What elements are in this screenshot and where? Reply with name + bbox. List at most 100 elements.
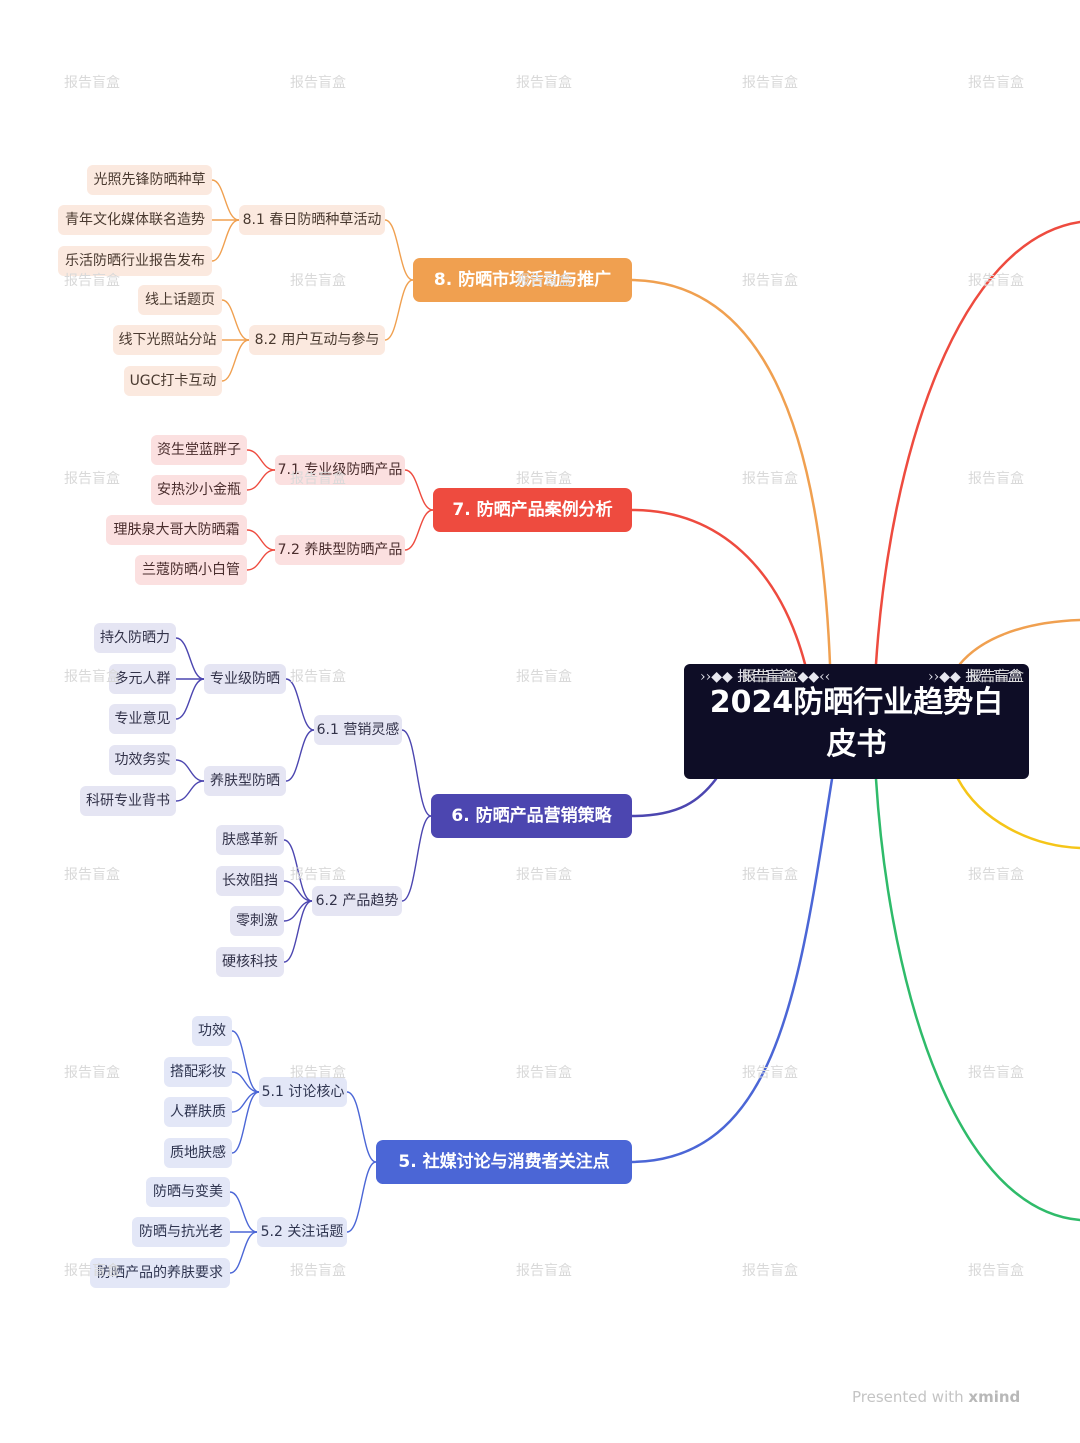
- root-title: 2024防晒行业趋势白 皮书: [684, 682, 1029, 766]
- footer-credit: Presented with xmind: [852, 1388, 1020, 1406]
- branch-6-marketing-strategy[interactable]: 6. 防晒产品营销策略: [431, 794, 632, 838]
- edge-root-right-orange: [958, 618, 1080, 666]
- edge-b6-1-1: [285, 729, 315, 782]
- topic-6-2-trends[interactable]: 6.2 产品趋势: [312, 886, 402, 916]
- leaf-7-1-2[interactable]: 安热沙小金瓶: [151, 475, 247, 505]
- root-title-line2: 皮书: [826, 727, 887, 762]
- edge-root-branch6: [630, 777, 718, 818]
- footer-prefix: Presented with: [852, 1388, 964, 1406]
- edge-b5-1-0: [231, 1030, 260, 1093]
- watermark-text: 报告盲盒: [516, 669, 572, 685]
- branch-8-marketing-activities[interactable]: 8. 防晒市场活动与推广: [413, 258, 632, 302]
- leaf-6-2-4[interactable]: 硬核科技: [216, 947, 284, 977]
- leaf-5-2-2[interactable]: 防晒与抗光老: [132, 1217, 230, 1247]
- leaf-5-1-2[interactable]: 搭配彩妆: [164, 1057, 232, 1087]
- edge-b5-0: [346, 1091, 377, 1163]
- topic-5-1-discussion-core[interactable]: 5.1 讨论核心: [259, 1077, 347, 1107]
- leaf-5-1-4[interactable]: 质地肤感: [164, 1138, 232, 1168]
- leaf-8-2-2[interactable]: 线下光照站分站: [113, 325, 222, 355]
- watermark-text: 报告盲盒: [968, 273, 1024, 289]
- topic-6-1-inspiration[interactable]: 6.1 营销灵感: [314, 715, 402, 745]
- watermark-text: 报告盲盒: [742, 1263, 798, 1279]
- topic-7-1-professional[interactable]: 7.1 专业级防晒产品: [275, 455, 405, 485]
- leaf-8-1-1[interactable]: 光照先锋防晒种草: [87, 165, 212, 195]
- leaf-5-1-3[interactable]: 人群肤质: [164, 1097, 232, 1127]
- edge-b8-0: [384, 219, 414, 281]
- subtopic-6-1-professional[interactable]: 专业级防晒: [204, 664, 286, 694]
- leaf-6-2-1[interactable]: 肤感革新: [216, 825, 284, 855]
- edge-root-right-green: [874, 777, 1080, 1222]
- leaf-8-2-3[interactable]: UGC打卡互动: [124, 366, 222, 396]
- root-watermark-right-text: 报告盲盒: [965, 669, 1022, 685]
- watermark-text: 报告盲盒: [64, 1263, 120, 1279]
- watermark-text: 报告盲盒: [516, 75, 572, 91]
- edge-b6-1-1-0: [175, 637, 205, 680]
- topic-7-2-skincare[interactable]: 7.2 养肤型防晒产品: [275, 535, 405, 565]
- root-watermark-left: ››◆◆ 报告盲盒 ◆◆‹‹: [700, 669, 831, 685]
- leaf-6-1-1-3[interactable]: 专业意见: [109, 704, 176, 734]
- watermark-text: 报告盲盒: [742, 471, 798, 487]
- watermark-text: 报告盲盒: [290, 669, 346, 685]
- edge-b7-1-0: [246, 449, 276, 471]
- edge-b8-1-2: [211, 219, 240, 262]
- watermark-text: 报告盲盒: [64, 273, 120, 289]
- edge-b6-1-1-2: [175, 678, 205, 720]
- leaf-7-2-1[interactable]: 理肤泉大哥大防晒霜: [106, 515, 247, 545]
- watermark-text: 报告盲盒: [516, 273, 572, 289]
- watermark-text: 报告盲盒: [968, 75, 1024, 91]
- leaf-7-2-2[interactable]: 兰蔻防晒小白管: [135, 555, 247, 585]
- watermark-text: 报告盲盒: [968, 1263, 1024, 1279]
- watermark-text: 报告盲盒: [742, 867, 798, 883]
- leaf-5-2-3[interactable]: 防晒产品的养肤要求: [90, 1258, 230, 1288]
- leaf-6-2-2[interactable]: 长效阻挡: [216, 866, 284, 896]
- watermark-text: 报告盲盒: [516, 1263, 572, 1279]
- edge-b6-1-2-1: [175, 780, 205, 802]
- edge-b5-1: [346, 1161, 377, 1233]
- topic-8-1-spring-campaign[interactable]: 8.1 春日防晒种草活动: [239, 205, 385, 235]
- leaf-6-1-1-1[interactable]: 持久防晒力: [94, 623, 176, 653]
- leaf-5-2-1[interactable]: 防晒与变美: [146, 1177, 230, 1207]
- edge-b6-1: [401, 815, 432, 902]
- watermark-text: 报告盲盒: [516, 867, 572, 883]
- root-watermark-right: ››◆◆ 报告盲盒: [928, 669, 1022, 685]
- watermark-text: 报告盲盒: [742, 273, 798, 289]
- edge-b7-1: [404, 509, 434, 551]
- watermark-text: 报告盲盒: [742, 669, 798, 685]
- leaf-8-1-3[interactable]: 乐活防晒行业报告发布: [58, 246, 212, 276]
- watermark-text: 报告盲盒: [516, 1065, 572, 1081]
- watermark-text: 报告盲盒: [742, 75, 798, 91]
- watermark-text: 报告盲盒: [290, 471, 346, 487]
- watermark-text: 报告盲盒: [290, 867, 346, 883]
- branch-5-social-media-discussion[interactable]: 5. 社媒讨论与消费者关注点: [376, 1140, 632, 1184]
- branch-7-case-analysis[interactable]: 7. 防晒产品案例分析: [433, 488, 632, 532]
- leaf-8-1-2[interactable]: 青年文化媒体联名造势: [58, 205, 212, 235]
- watermark-text: 报告盲盒: [64, 471, 120, 487]
- topic-8-2-user-interaction[interactable]: 8.2 用户互动与参与: [249, 325, 385, 355]
- leaf-6-2-3[interactable]: 零刺激: [230, 906, 284, 936]
- subtopic-6-1-skincare[interactable]: 养肤型防晒: [204, 766, 286, 796]
- edge-b8-2-0: [221, 299, 250, 341]
- leaf-6-1-2-2[interactable]: 科研专业背书: [80, 786, 176, 816]
- root-title-line1: 2024防晒行业趋势白: [709, 685, 1004, 720]
- edge-b6-2-3: [283, 900, 313, 963]
- watermark-text: 报告盲盒: [968, 669, 1024, 685]
- edge-b7-1-1: [246, 469, 276, 491]
- edge-b7-2-0: [246, 529, 276, 551]
- watermark-text: 报告盲盒: [290, 1263, 346, 1279]
- watermark-text: 报告盲盒: [64, 867, 120, 883]
- edge-root-branch7: [630, 508, 807, 666]
- watermark-text: 报告盲盒: [64, 669, 120, 685]
- leaf-5-1-1[interactable]: 功效: [192, 1016, 232, 1046]
- leaf-8-2-1[interactable]: 线上话题页: [138, 285, 222, 315]
- watermark-text: 报告盲盒: [516, 471, 572, 487]
- watermark-text: 报告盲盒: [64, 1065, 120, 1081]
- topic-5-2-topics[interactable]: 5.2 关注话题: [257, 1217, 347, 1247]
- root-node[interactable]: ››◆◆ 报告盲盒 ◆◆‹‹ ››◆◆ 报告盲盒 2024防晒行业趋势白 皮书: [684, 664, 1029, 779]
- watermark-text: 报告盲盒: [64, 75, 120, 91]
- leaf-6-1-2-1[interactable]: 功效务实: [109, 745, 176, 775]
- edge-b6-2-1: [283, 880, 313, 902]
- leaf-6-1-1-2[interactable]: 多元人群: [109, 664, 176, 694]
- edge-b6-1-2-0: [175, 759, 205, 782]
- leaf-7-1-1[interactable]: 资生堂蓝胖子: [151, 435, 247, 465]
